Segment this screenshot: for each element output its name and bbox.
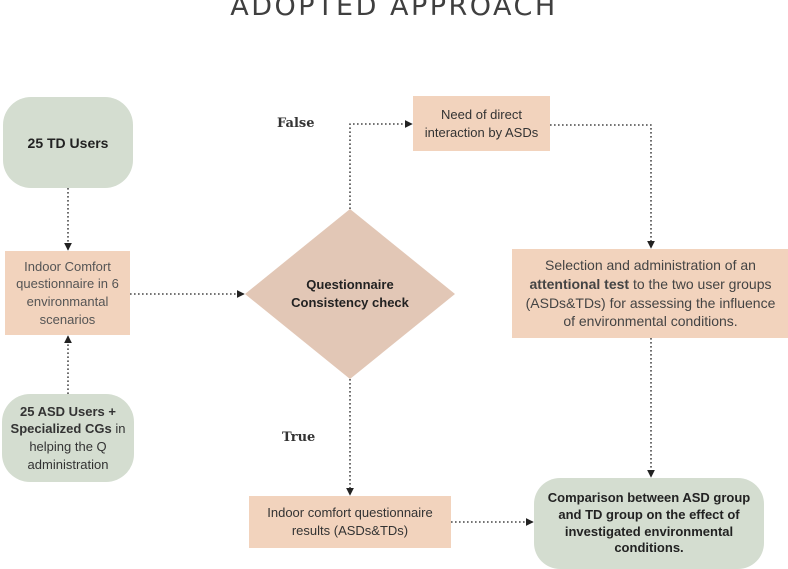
consistency-check-label: Questionnaire Consistency check	[291, 277, 409, 310]
decision-diamond	[245, 209, 455, 379]
selection-test-label: Selection and administration of an atten…	[520, 256, 781, 330]
indoor-comfort-label: Indoor Comfort questionnaire in 6 enviro…	[16, 258, 119, 327]
need-interaction-label: Need of direct interaction by ASDs	[424, 106, 539, 140]
connector-false-branch	[349, 120, 413, 209]
td-users-node: 25 TD Users	[3, 97, 133, 188]
selection-test-bold-text: attentional test	[529, 275, 630, 292]
need-interaction-node: Need of direct interaction by ASDs	[413, 96, 550, 151]
results-node: Indoor comfort questionnaire results (AS…	[249, 496, 451, 548]
indoor-comfort-node: Indoor Comfort questionnaire in 6 enviro…	[5, 251, 130, 335]
asd-users-label: 25 ASD Users + Specialized CGs in helpin…	[6, 403, 130, 473]
results-label: Indoor comfort questionnaire results (AS…	[267, 505, 433, 538]
selection-test-text-1: Selection and administration of an	[545, 257, 756, 274]
selection-test-node: Selection and administration of an atten…	[512, 249, 788, 338]
connector-need-to-selection	[550, 124, 655, 249]
td-users-label: 25 TD Users	[27, 134, 109, 151]
comparison-node: Comparison between ASD group and TD grou…	[534, 478, 764, 569]
asd-users-node: 25 ASD Users + Specialized CGs in helpin…	[2, 394, 134, 482]
page-title: ADOPTED APPROACH	[230, 0, 558, 22]
selection-test-text-2: to the two user groups (ASDs&TDs) for as…	[525, 275, 776, 330]
false-branch-label: False	[277, 116, 315, 131]
asd-users-bold-text: 25 ASD Users + Specialized CGs	[10, 403, 116, 437]
true-branch-label: True	[282, 430, 316, 445]
asd-users-rest-text: in helping the Q administration	[27, 421, 126, 472]
comparison-label: Comparison between ASD group and TD grou…	[547, 489, 751, 556]
